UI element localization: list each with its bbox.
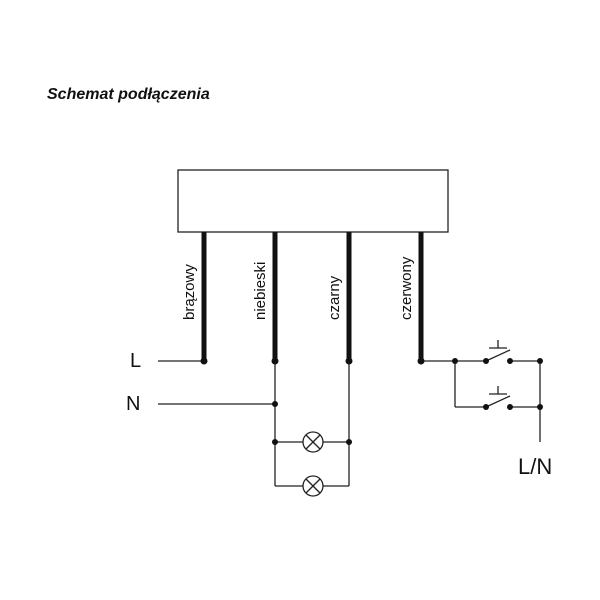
lamp-icon	[302, 475, 324, 497]
pushbutton-icon	[485, 340, 511, 362]
wire-label-red: czerwony	[398, 256, 415, 320]
pushbutton-icon	[485, 386, 511, 408]
junction-dots	[200, 357, 543, 445]
terminal-neutral: N	[126, 393, 140, 415]
lamp-icon	[302, 431, 324, 453]
wire-label-brown: brązowy	[181, 264, 198, 320]
diagram-title: Schemat podłączenia	[47, 86, 210, 103]
terminal-live-or-neutral: L/N	[518, 454, 552, 479]
wire-label-blue: niebieski	[252, 262, 269, 320]
terminal-live: L	[130, 350, 141, 372]
device-box	[177, 169, 449, 233]
wire-label-black: czarny	[326, 275, 343, 320]
